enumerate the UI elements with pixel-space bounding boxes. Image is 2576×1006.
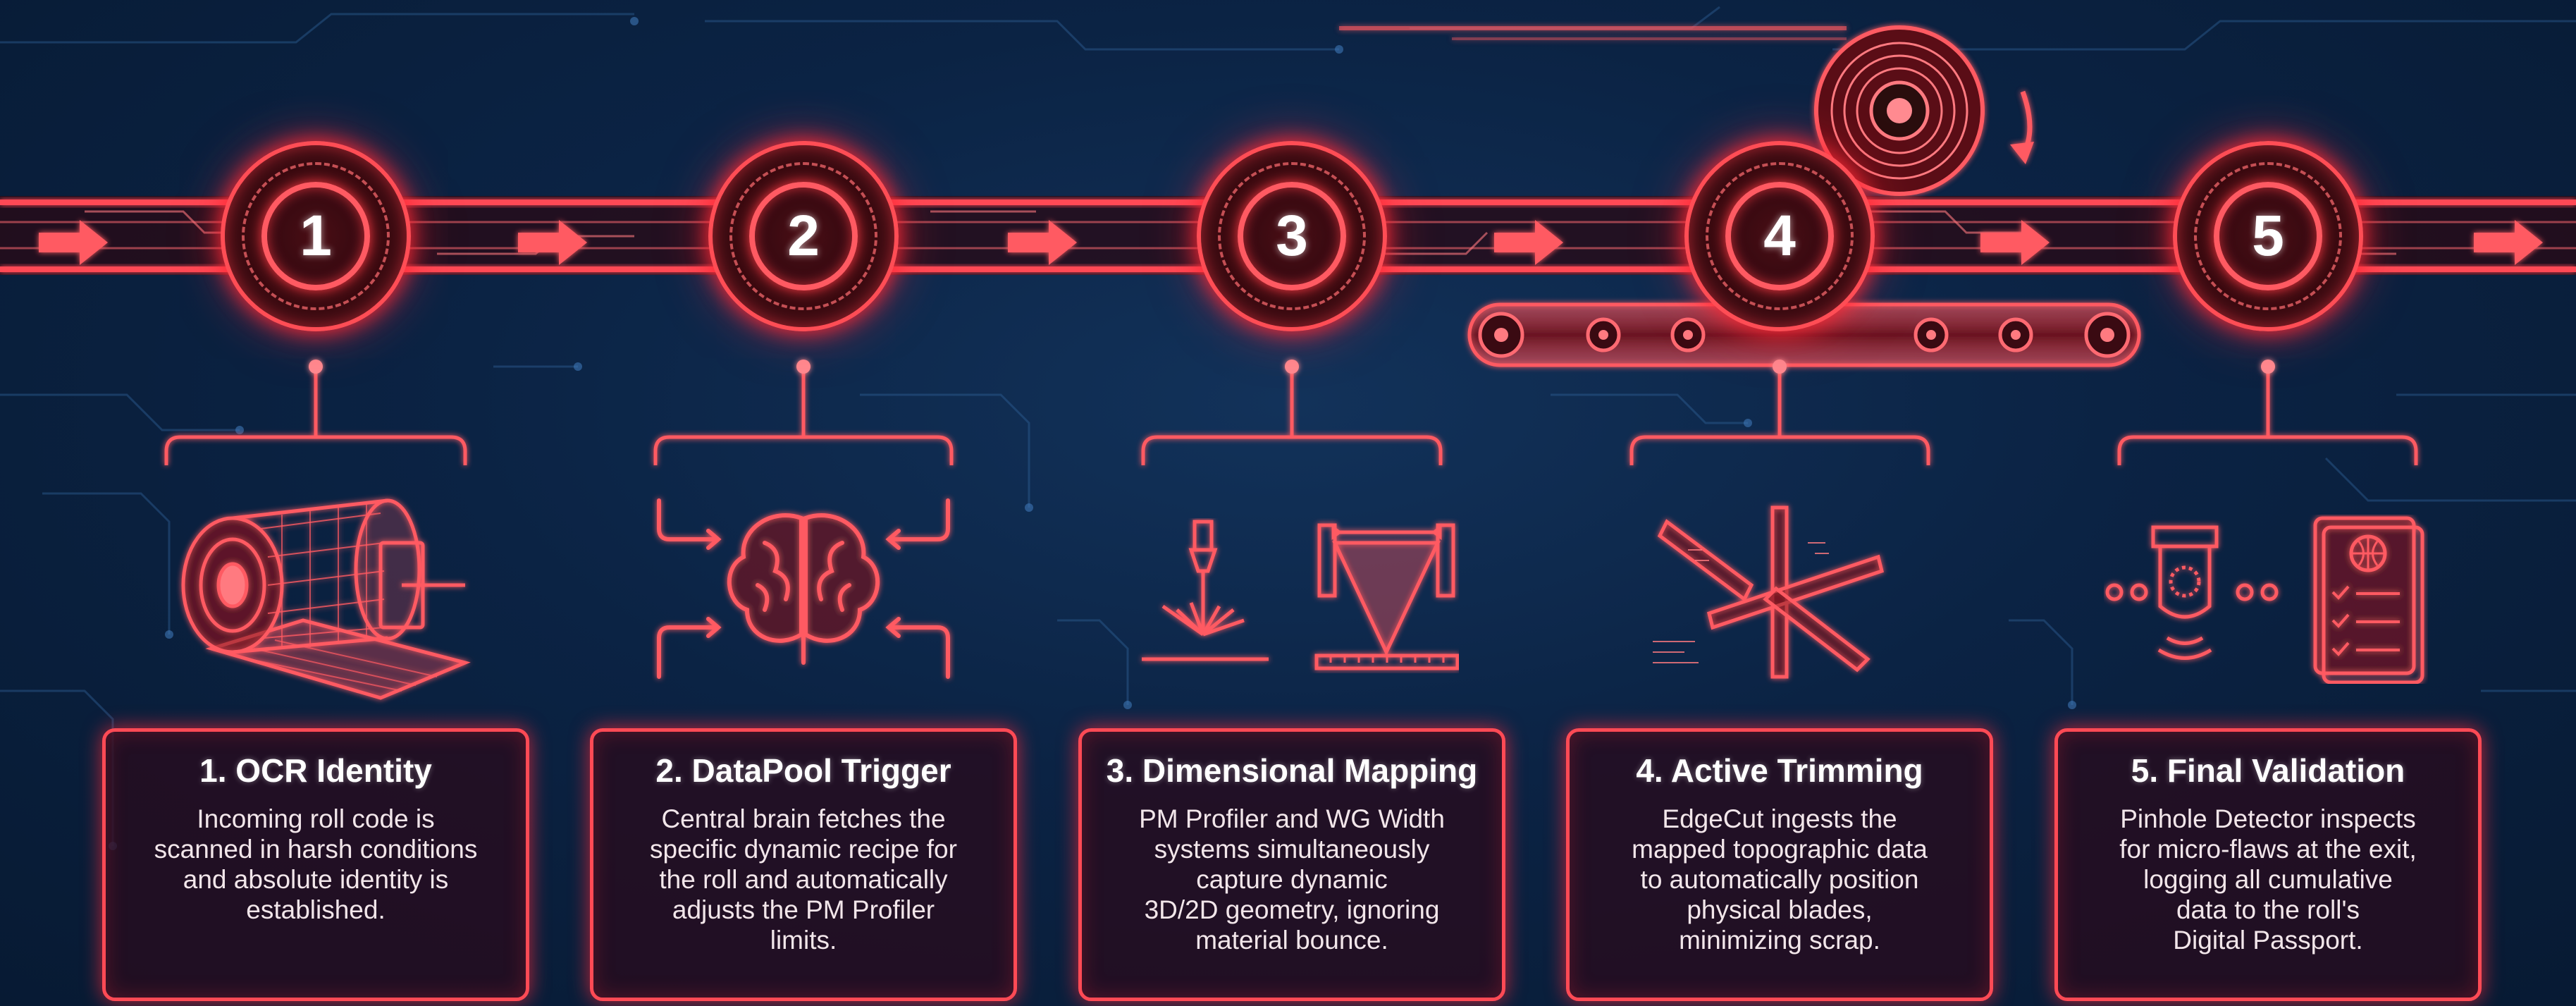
foil-roll-scan-icon (181, 498, 471, 700)
step-card-1: 1. OCR Identity Incoming roll code is sc… (102, 728, 529, 1001)
step-node-4: 4 (1684, 141, 1875, 331)
step-description: Central brain fetches the specific dynam… (650, 804, 957, 955)
passport-icon (2105, 516, 2424, 684)
step-node-5: 5 (2173, 141, 2363, 331)
circuit-traces (0, 6, 2576, 846)
step-description: EdgeCut ingests the mapped topographic d… (1632, 804, 1928, 955)
step-number: 3 (1276, 204, 1308, 268)
step-title: 5. Final Validation (2131, 752, 2405, 789)
connectors (164, 367, 2418, 465)
connector-dots (309, 360, 2275, 374)
step-number: 5 (2252, 204, 2284, 268)
step-title: 2. DataPool Trigger (655, 752, 951, 789)
step-title: 3. Dimensional Mapping (1106, 752, 1478, 789)
step-title: 1. OCR Identity (199, 752, 432, 789)
step-number: 1 (300, 204, 332, 268)
spool-icon (1339, 25, 2034, 196)
flow-arrows (39, 220, 2543, 265)
step-description: Incoming roll code is scanned in harsh c… (154, 804, 478, 924)
step-description: Pinhole Detector inspects for micro-flaw… (2119, 804, 2417, 955)
step-card-2: 2. DataPool Trigger Central brain fetche… (590, 728, 1017, 1001)
step-card-5: 5. Final Validation Pinhole Detector ins… (2054, 728, 2482, 1001)
roller-belt (1467, 302, 2141, 367)
step-card-3: 3. Dimensional Mapping PM Profiler and W… (1078, 728, 1505, 1001)
step-description: PM Profiler and WG Width systems simulta… (1139, 804, 1445, 955)
step-card-4: 4. Active Trimming EdgeCut ingests the m… (1566, 728, 1993, 1001)
step-number: 4 (1763, 204, 1796, 268)
step-number: 2 (787, 204, 820, 268)
step-node-3: 3 (1197, 141, 1387, 331)
blades-icon (1653, 505, 1884, 679)
laser-measure-icon (1142, 520, 1459, 670)
step-title: 4. Active Trimming (1636, 752, 1923, 789)
brain-icon (657, 498, 950, 679)
step-node-2: 2 (708, 141, 899, 331)
step-node-1: 1 (221, 141, 411, 331)
